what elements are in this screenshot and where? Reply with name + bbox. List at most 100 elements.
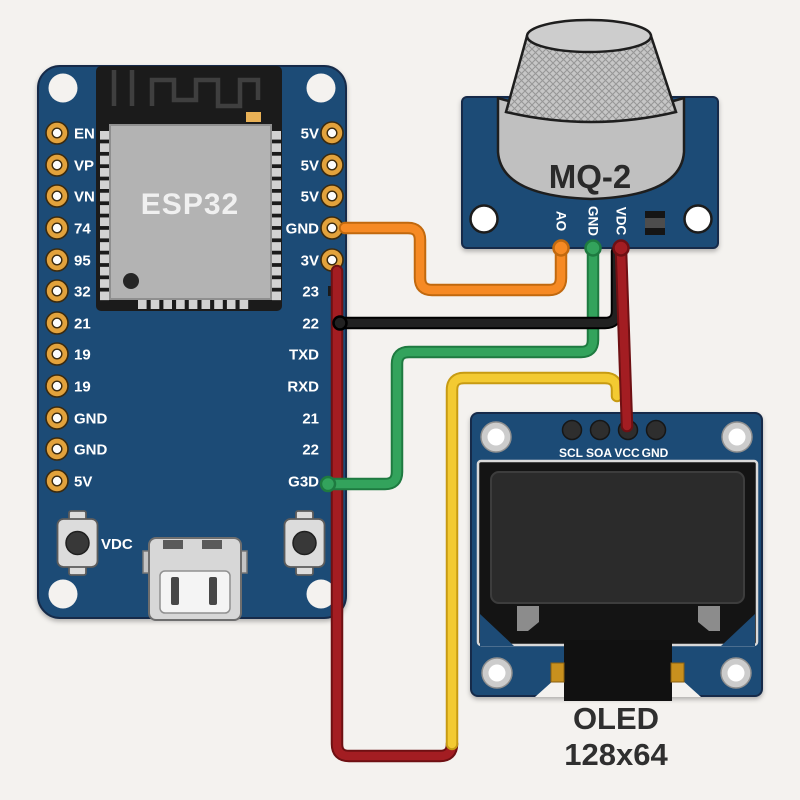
castellation: [272, 143, 281, 152]
esp32-right-pin-label: GND: [286, 221, 320, 238]
esp32-left-pad-7-hole: [51, 348, 63, 360]
mq2-pin-label: VDC: [614, 207, 629, 236]
oled-flex-pad-left: [550, 662, 565, 683]
esp32-right-pin-label: RXD: [287, 379, 319, 396]
esp32-left-pad-10-hole: [51, 443, 63, 455]
oled-pin-1: [589, 419, 611, 441]
oled-display-area: [490, 471, 745, 604]
castellation: [100, 143, 109, 152]
castellation: [100, 229, 109, 239]
mq2-hole-right: [683, 204, 713, 234]
esp32-left-pad-6-hole: [51, 317, 63, 329]
esp32-left-pin-label: 19: [74, 347, 91, 364]
castellation: [272, 266, 281, 276]
terminal-esp32-22: [332, 315, 348, 331]
castellation: [138, 300, 147, 309]
castellation: [150, 300, 160, 309]
esp32-shield: [109, 124, 272, 300]
oled-holes: [480, 421, 753, 689]
mq2-hole-left: [469, 204, 499, 234]
castellation: [188, 300, 198, 309]
castellation: [272, 291, 281, 301]
esp32-button-right[interactable]: [283, 510, 326, 576]
castellation: [272, 131, 281, 140]
esp32-left-pad-3-hole: [51, 222, 63, 234]
esp32-right-pin-label: 5V: [301, 158, 319, 175]
esp32-castellations: [100, 131, 281, 309]
esp32-left-pad-5-hole: [51, 285, 63, 297]
esp32-left-pin-label: 5V: [74, 474, 92, 491]
castellation: [272, 192, 281, 202]
castellation: [272, 229, 281, 239]
mq2-sensor-can: MQ-2: [496, 18, 686, 201]
usb-connector[interactable]: [142, 537, 248, 621]
esp32-left-pad-9-hole: [51, 412, 63, 424]
esp32-left-pin-label: 74: [74, 221, 91, 238]
castellation: [100, 279, 109, 288]
esp32-right-pin-label: 22: [302, 316, 319, 333]
esp32-left-pad-2-hole: [51, 190, 63, 202]
oled-pin-3: [645, 419, 667, 441]
castellation: [100, 192, 109, 202]
castellation: [226, 300, 236, 309]
oled-flex-pad-right: [670, 662, 685, 683]
mq2-pin-label: GND: [586, 206, 601, 236]
wire-vcc: [616, 245, 632, 431]
esp32-left-pad-0-hole: [51, 127, 63, 139]
wire-gnd: [327, 247, 598, 489]
castellation: [100, 254, 109, 264]
castellation: [100, 217, 109, 227]
wire-analog: [340, 223, 566, 295]
esp32-right-pad-2-hole: [326, 190, 338, 202]
esp32-right-pad-0-hole: [326, 127, 338, 139]
castellation: [100, 205, 109, 214]
castellation: [272, 254, 281, 264]
esp32-hole-tl: [48, 73, 78, 103]
oled-caption-line1: OLED: [573, 701, 659, 736]
esp32-left-pin-label: 95: [74, 253, 91, 270]
terminal-mq2-gnd: [584, 239, 602, 257]
castellation: [272, 168, 281, 177]
esp32-left-pin-label: VP: [74, 158, 94, 175]
esp32-left-pin-label: EN: [74, 126, 95, 143]
esp32-right-pin-label: 3V: [301, 253, 319, 270]
esp32-hole-br: [306, 579, 336, 609]
oled-flex-ribbon: [564, 640, 672, 701]
antenna-component: [246, 112, 261, 122]
mq2-smd-body: [645, 218, 665, 228]
esp32-left-pin-label: 21: [74, 316, 91, 333]
wire-3v-supply: [332, 266, 457, 761]
esp32-left-pin-label: VN: [74, 189, 95, 206]
esp32-button-label: VDC: [101, 536, 133, 553]
esp32-right-pad-1-hole: [326, 159, 338, 171]
esp32-right-pin-label: 21: [302, 411, 319, 428]
esp32-left-pin-label: 32: [74, 284, 91, 301]
terminal-mq2-vdc: [612, 239, 630, 257]
esp32-left-pin-label: 19: [74, 379, 91, 396]
oled-flex-tab-right: [698, 606, 720, 631]
esp32-hole-tr: [306, 73, 336, 103]
esp32-hole-bl: [48, 579, 78, 609]
oled-caption-line2: 128x64: [564, 737, 668, 772]
castellation: [163, 300, 172, 309]
esp32-right-pad-4-hole: [326, 254, 338, 266]
esp32-button-left[interactable]: [56, 510, 99, 576]
castellation: [100, 242, 109, 251]
castellation: [272, 217, 281, 227]
oled-pin-label: VCC: [614, 446, 640, 460]
castellation: [272, 242, 281, 251]
oled-flex-tab-left: [517, 606, 539, 631]
castellation: [100, 168, 109, 177]
terminal-esp32-g3d: [319, 475, 337, 493]
esp32-right-pin-label: 22: [302, 442, 319, 459]
mq2-sensor-cap: [525, 18, 653, 54]
castellation: [176, 300, 185, 309]
esp32-left-pad-4-hole: [51, 254, 63, 266]
